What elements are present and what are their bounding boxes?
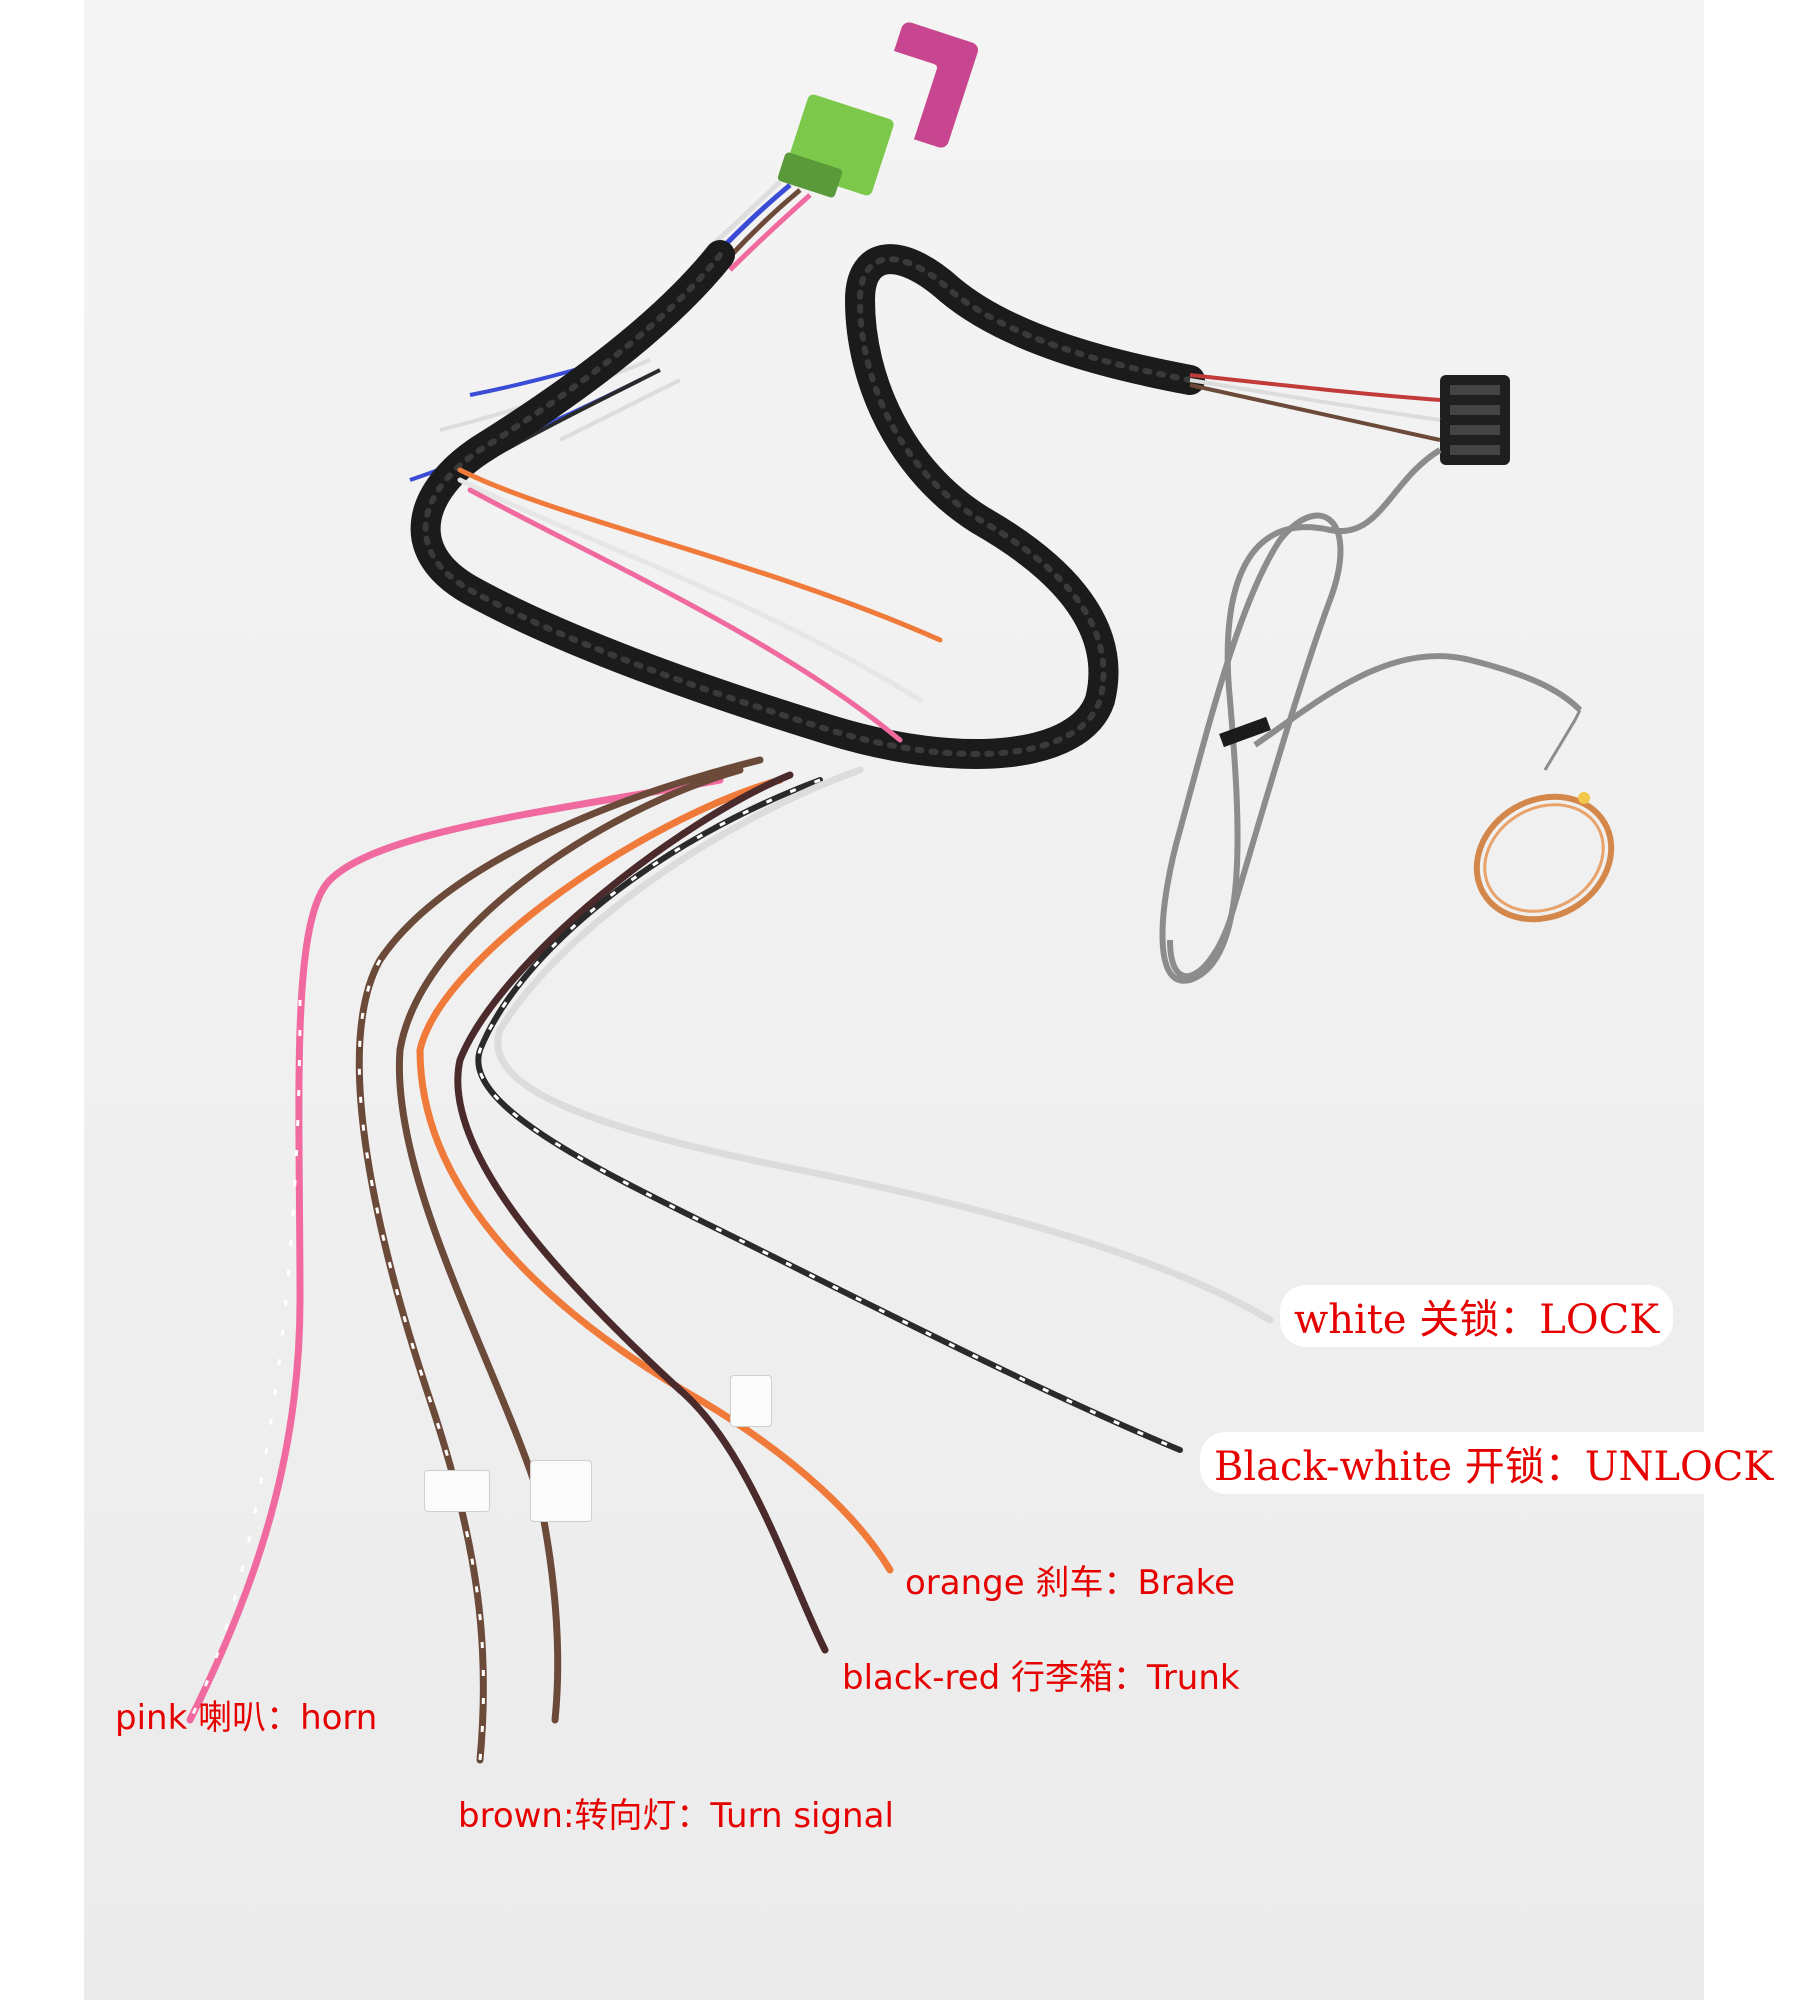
wire-tag-turn xyxy=(424,1470,490,1512)
photo-background xyxy=(84,0,1704,2000)
label-black-red-trunk: black-red 行李箱：Trunk xyxy=(842,1658,1240,1698)
small-connector xyxy=(1189,373,1510,465)
label-brown-turn: brown:转向灯：Turn signal xyxy=(458,1796,894,1836)
copper-coil xyxy=(1473,793,1615,923)
wire-tag-trunk xyxy=(730,1375,772,1427)
label-pink-horn: pink 喇叭：horn xyxy=(115,1698,378,1738)
label-orange-brake: orange 刹车：Brake xyxy=(905,1563,1236,1603)
label-white-lock: white 关锁：LOCK xyxy=(1280,1285,1674,1347)
output-wires xyxy=(186,467,1274,1764)
cable-tie xyxy=(1219,716,1271,748)
wire-stripes xyxy=(188,778,1181,1761)
label-black-white-unlock: Black-white 开锁：UNLOCK xyxy=(1200,1432,1788,1494)
main-connector xyxy=(777,22,978,198)
braided-sleeve xyxy=(410,240,1205,769)
wire-tag-turn-2 xyxy=(530,1460,592,1522)
antenna-cable xyxy=(1159,447,1583,984)
